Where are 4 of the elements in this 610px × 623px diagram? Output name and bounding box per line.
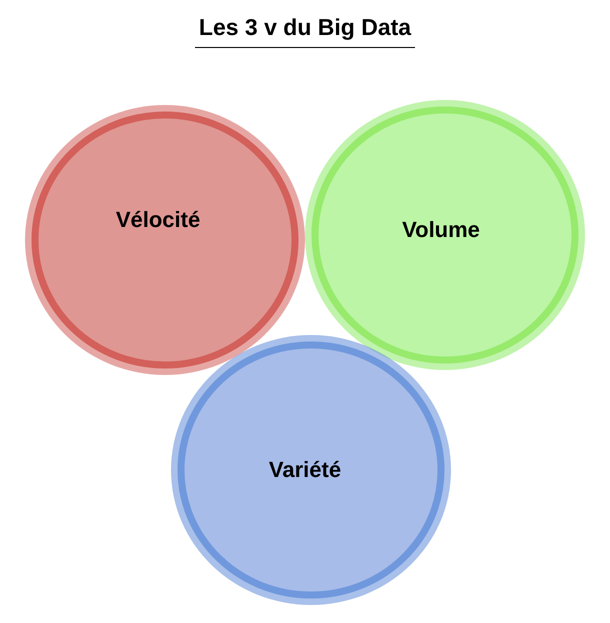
diagram-title: Les 3 v du Big Data	[194, 14, 416, 48]
circle-label: Vélocité	[116, 207, 200, 233]
circle-label: Volume	[402, 217, 480, 243]
circle-label: Variété	[268, 457, 342, 483]
